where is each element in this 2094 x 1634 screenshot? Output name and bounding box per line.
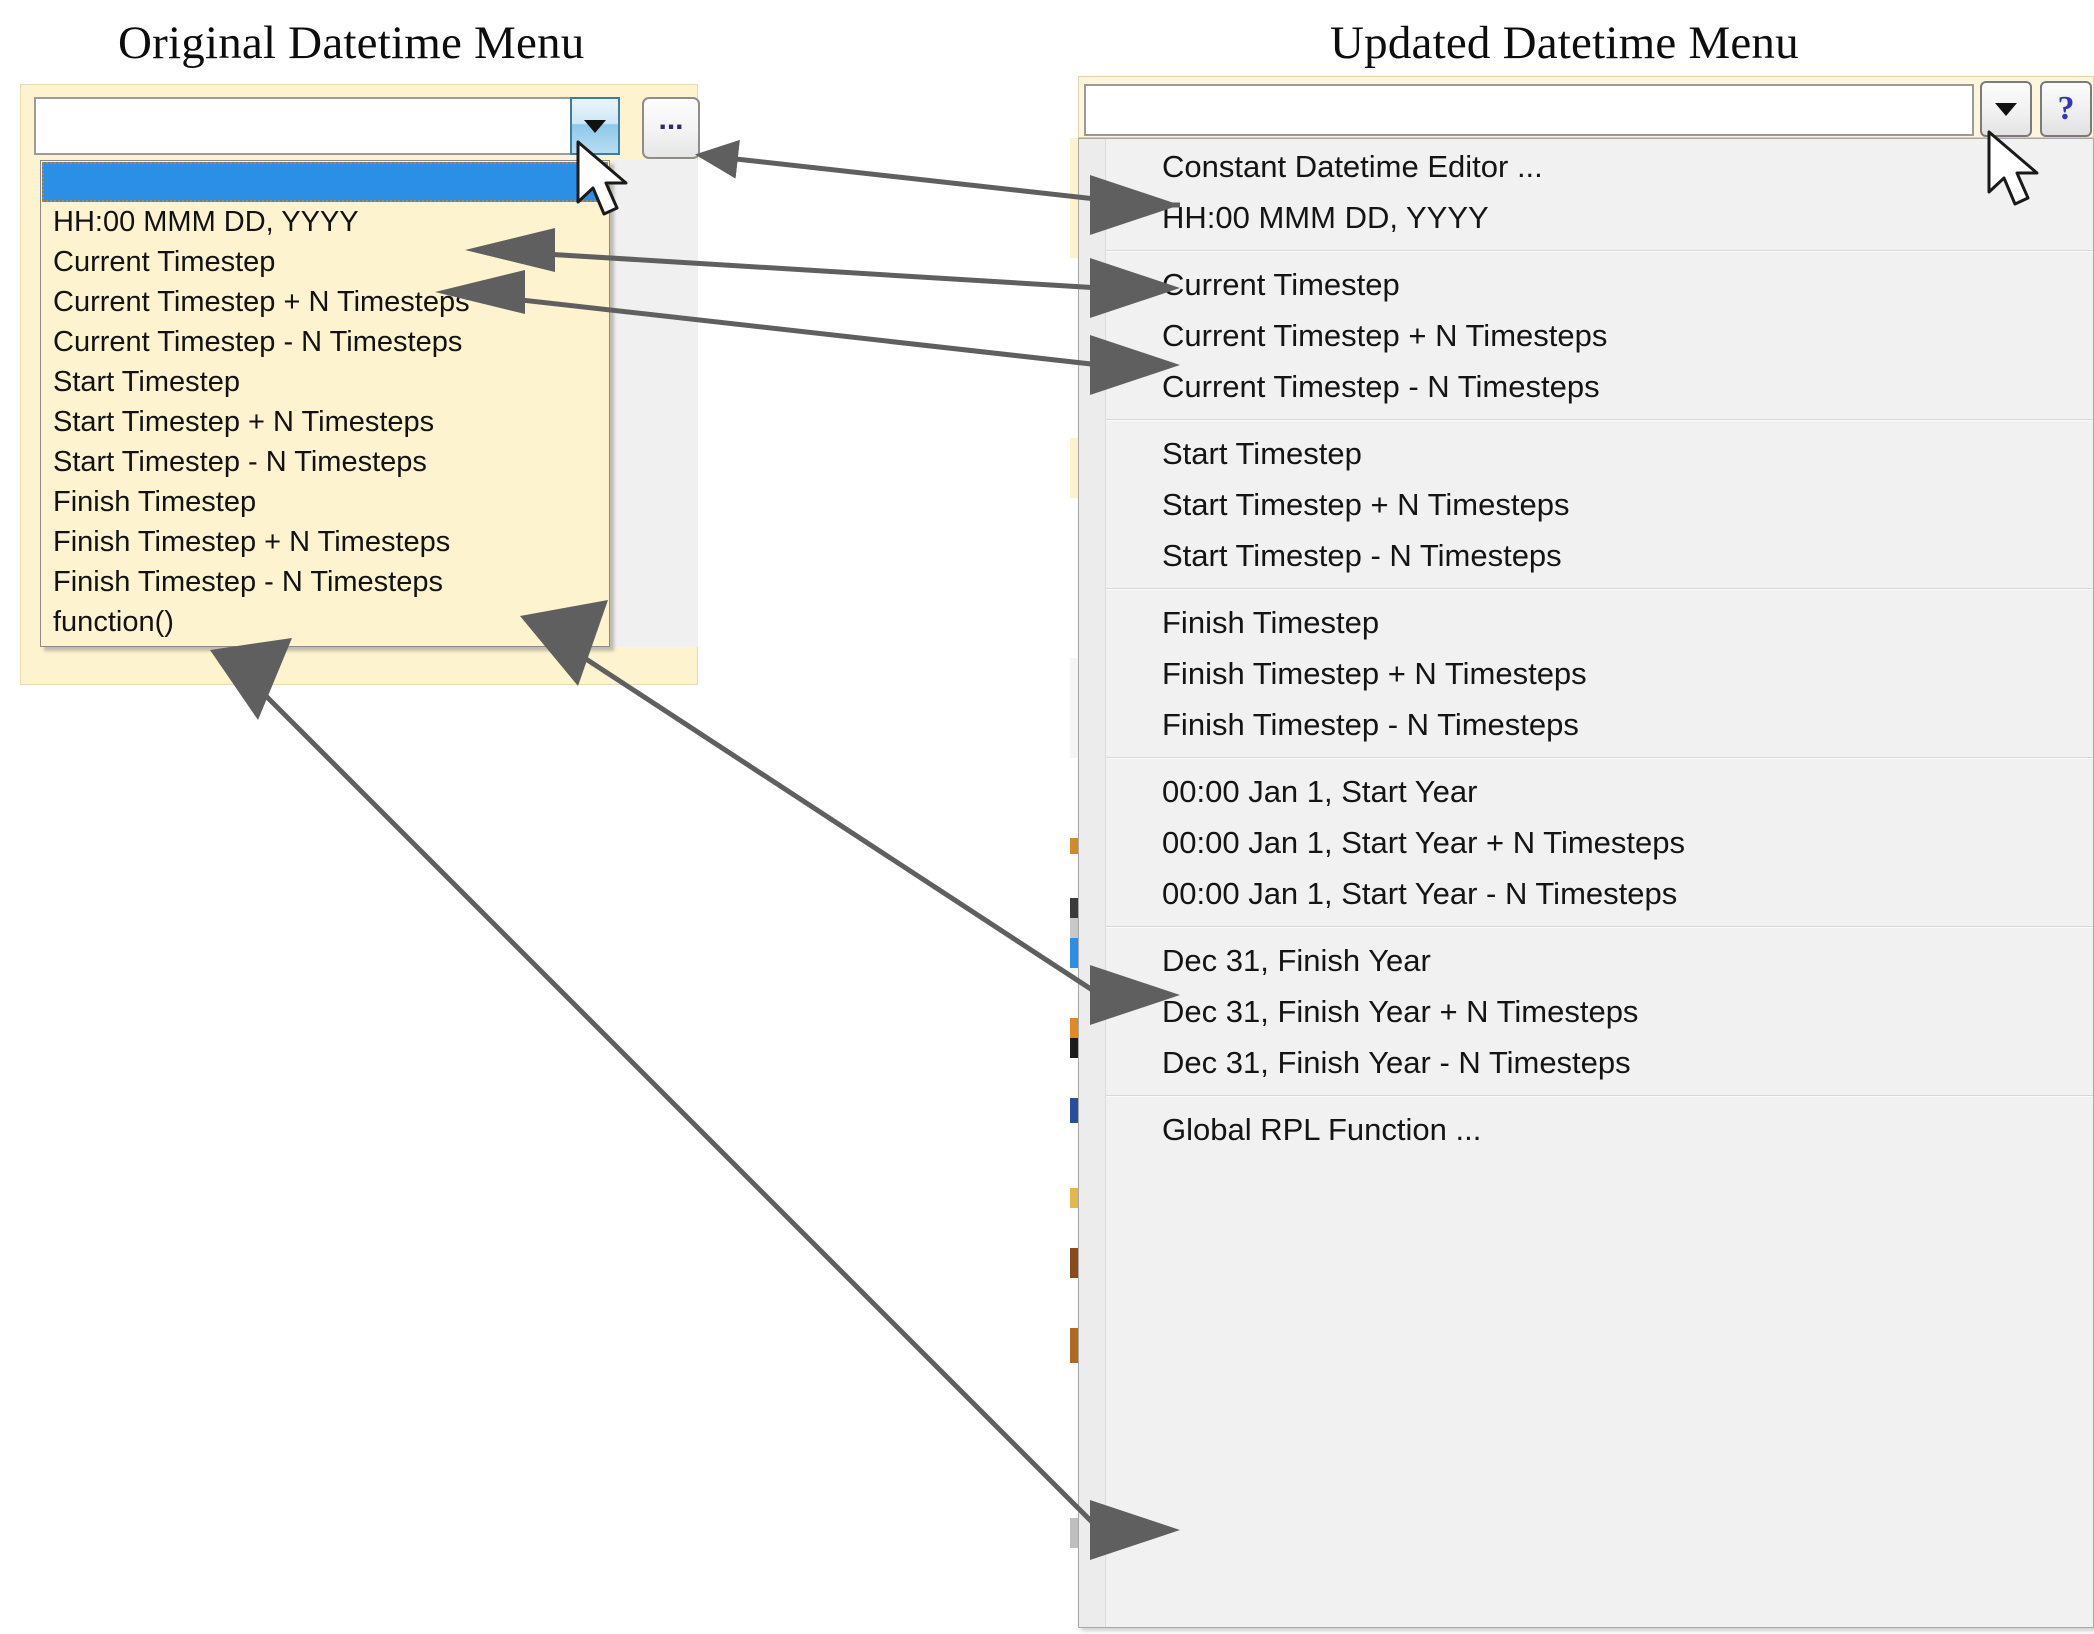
question-mark-icon[interactable]: ?: [2040, 81, 2092, 137]
menu-item[interactable]: 00:00 Jan 1, Start Year - N Timesteps: [1162, 876, 1678, 911]
original-panel-backdrop: [612, 160, 698, 647]
menu-group: Dec 31, Finish Year Dec 31, Finish Year …: [1106, 933, 2093, 1090]
list-item[interactable]: Current Timestep: [53, 246, 276, 278]
menu-separator: [1106, 419, 2093, 421]
menu-group: Current Timestep Current Timestep + N Ti…: [1106, 257, 2093, 414]
original-datetime-menu-panel: ... HH:00 MMM DD, YYYY Current Timestep …: [20, 84, 700, 690]
menu-item[interactable]: 00:00 Jan 1, Start Year: [1162, 774, 1478, 809]
arrow-function-to-globalrpl: [210, 638, 1180, 1560]
menu-item[interactable]: Finish Timestep: [1162, 605, 1380, 640]
menu-item[interactable]: HH:00 MMM DD, YYYY: [1162, 200, 1489, 235]
updated-datetime-combo-input[interactable]: [1084, 84, 1974, 136]
menu-item[interactable]: Finish Timestep + N Timesteps: [1162, 656, 1587, 691]
ellipsis-icon[interactable]: ...: [642, 97, 700, 159]
menu-item[interactable]: Current Timestep - N Timesteps: [1162, 369, 1600, 404]
list-item[interactable]: HH:00 MMM DD, YYYY: [53, 206, 359, 238]
original-dropdown-list[interactable]: HH:00 MMM DD, YYYY Current Timestep Curr…: [40, 160, 610, 647]
list-item[interactable]: Current Timestep - N Timesteps: [53, 326, 463, 358]
menu-item[interactable]: Current Timestep: [1162, 267, 1400, 302]
updated-datetime-menu-panel: ? Constant Datetime Editor ... HH:00 MMM…: [1070, 76, 2094, 1628]
menu-separator: [1106, 1095, 2093, 1097]
menu-group: Finish Timestep Finish Timestep + N Time…: [1106, 595, 2093, 752]
menu-item[interactable]: Global RPL Function ...: [1162, 1112, 1482, 1147]
menu-item[interactable]: Current Timestep + N Timesteps: [1162, 318, 1608, 353]
list-item[interactable]: Start Timestep: [53, 366, 240, 398]
menu-item[interactable]: Start Timestep - N Timesteps: [1162, 538, 1562, 573]
menu-item[interactable]: Dec 31, Finish Year: [1162, 943, 1431, 978]
list-item[interactable]: Finish Timestep + N Timesteps: [53, 526, 451, 558]
menu-item[interactable]: Start Timestep + N Timesteps: [1162, 487, 1570, 522]
menu-item[interactable]: Start Timestep: [1162, 436, 1362, 471]
menu-group: Start Timestep Start Timestep + N Timest…: [1106, 426, 2093, 583]
menu-separator: [1106, 250, 2093, 252]
original-datetime-combo-input[interactable]: [34, 97, 602, 155]
menu-item[interactable]: 00:00 Jan 1, Start Year + N Timesteps: [1162, 825, 1686, 860]
list-item-selected[interactable]: [42, 162, 608, 202]
updated-dropdown-menu[interactable]: Constant Datetime Editor ... HH:00 MMM D…: [1078, 138, 2094, 1628]
menu-group: Constant Datetime Editor ... HH:00 MMM D…: [1106, 139, 2093, 245]
triangle-down-glyph: [1995, 102, 2017, 116]
menu-item[interactable]: Dec 31, Finish Year + N Timesteps: [1162, 994, 1639, 1029]
menu-item[interactable]: Constant Datetime Editor ...: [1162, 149, 1543, 184]
menu-item[interactable]: Dec 31, Finish Year - N Timesteps: [1162, 1045, 1631, 1080]
page-title-original: Original Datetime Menu: [118, 17, 585, 69]
chevron-down-icon[interactable]: [1980, 81, 2032, 137]
list-item[interactable]: Start Timestep + N Timesteps: [53, 406, 435, 438]
page-title-updated: Updated Datetime Menu: [1330, 17, 1799, 69]
menu-separator: [1106, 757, 2093, 759]
list-item[interactable]: function(): [53, 606, 174, 638]
list-item[interactable]: Finish Timestep - N Timesteps: [53, 566, 443, 598]
menu-items-container: Constant Datetime Editor ... HH:00 MMM D…: [1106, 139, 2093, 1627]
list-item[interactable]: Finish Timestep: [53, 486, 257, 518]
menu-group: 00:00 Jan 1, Start Year 00:00 Jan 1, Sta…: [1106, 764, 2093, 921]
chevron-down-icon[interactable]: [570, 97, 620, 155]
menu-group: Global RPL Function ...: [1106, 1102, 2093, 1157]
menu-icon-gutter: [1079, 139, 1106, 1627]
menu-separator: [1106, 588, 2093, 590]
list-item[interactable]: Current Timestep + N Timesteps: [53, 286, 470, 318]
triangle-down-glyph: [584, 119, 606, 133]
menu-item[interactable]: Finish Timestep - N Timesteps: [1162, 707, 1579, 742]
list-item[interactable]: Start Timestep - N Timesteps: [53, 446, 427, 478]
menu-separator: [1106, 926, 2093, 928]
